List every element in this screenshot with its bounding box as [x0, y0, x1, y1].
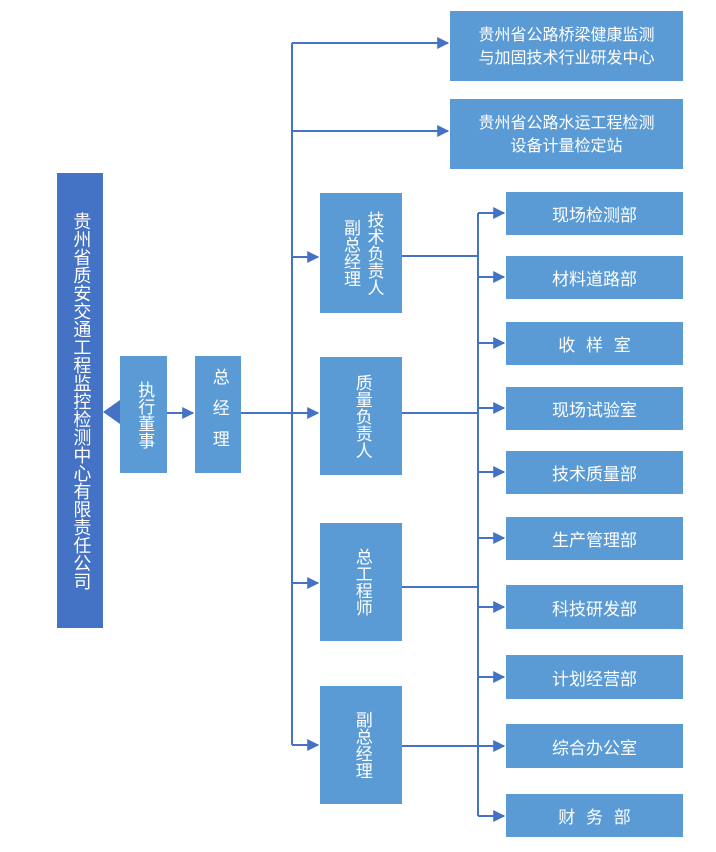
company-box: 贵州省质安交通工程监控检测中心有限责任公司	[57, 173, 103, 628]
manager-box-chief-engineer: 总工程师	[320, 523, 402, 641]
company-label: 贵州省质安交通工程监控检测中心有限责任公司	[70, 211, 92, 590]
dept-box: 综合办公室	[506, 724, 683, 768]
dept-label: 生产管理部	[552, 531, 637, 551]
dept-box: 现场检测部	[506, 192, 683, 235]
dept-label: 科技研发部	[552, 599, 637, 620]
general-manager-label: 总经理	[208, 368, 229, 461]
dept-label: 财 务 部	[558, 808, 631, 828]
center-line: 贵州省公路桥梁健康监测	[478, 24, 655, 44]
manager-label: 副总经理	[340, 219, 360, 287]
manager-label: 质量负责人	[351, 373, 372, 459]
dept-label: 现场试验室	[552, 401, 637, 421]
dept-label: 计划经营部	[552, 669, 637, 690]
executive-director-box: 执行董事	[120, 356, 167, 473]
general-manager-box: 总经理	[195, 356, 241, 473]
manager-label: 副总经理	[351, 711, 372, 779]
dept-box: 科技研发部	[506, 585, 683, 629]
center-box-equipment-calibration: 贵州省公路水运工程检测 设备计量检定站	[450, 99, 683, 169]
center-line: 与加固技术行业研发中心	[478, 48, 655, 67]
center-line: 贵州省公路水运工程检测	[478, 112, 655, 132]
dept-box: 财 务 部	[506, 794, 683, 837]
dept-label: 材料道路部	[552, 270, 637, 290]
dept-label: 收 样 室	[558, 336, 631, 356]
dept-box: 技术质量部	[506, 451, 683, 494]
dept-box: 材料道路部	[506, 256, 683, 299]
dept-label: 技术质量部	[552, 465, 637, 485]
manager-box-technical-vice-gm: 技术负责人 副总经理	[320, 193, 402, 313]
dept-box: 生产管理部	[506, 517, 683, 560]
manager-label: 技术负责人	[363, 210, 384, 296]
dept-box: 计划经营部	[506, 655, 683, 699]
dept-box: 收 样 室	[506, 322, 683, 365]
center-box-bridge-monitoring: 贵州省公路桥梁健康监测 与加固技术行业研发中心	[450, 11, 683, 81]
center-line: 设备计量检定站	[510, 136, 623, 155]
manager-label: 总工程师	[351, 548, 372, 616]
executive-director-label: 执行董事	[134, 380, 155, 449]
dept-box: 现场试验室	[506, 387, 683, 430]
dept-label: 综合办公室	[552, 738, 637, 759]
dept-label: 现场检测部	[552, 206, 637, 226]
manager-box-quality: 质量负责人	[320, 357, 402, 475]
manager-box-vice-gm: 副总经理	[320, 686, 402, 804]
